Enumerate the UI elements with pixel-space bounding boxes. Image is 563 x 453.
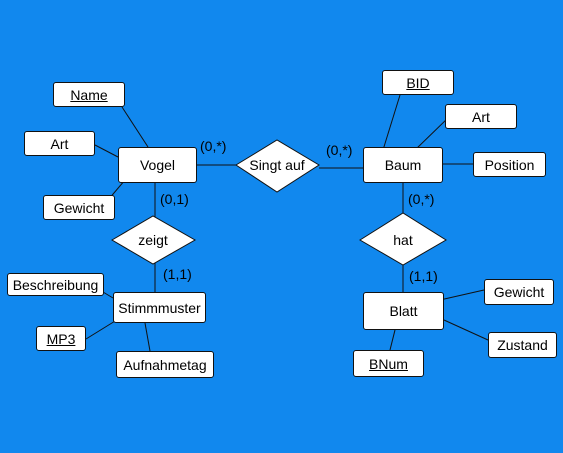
relationship-zeigt: zeigt — [138, 232, 168, 248]
attribute-baum-art: Art — [445, 104, 517, 129]
line-vogel-art — [94, 144, 119, 158]
line-blatt-gewicht — [439, 289, 485, 301]
attribute-blatt-gewicht: Gewicht — [484, 279, 554, 305]
line-blatt-zustand — [443, 319, 489, 341]
line-baum-art — [414, 117, 449, 151]
line-blatt-bnum — [389, 329, 396, 351]
attribute-stimm-beschreibung: Beschreibung — [7, 273, 104, 296]
line-stimm-aufnahmetag — [144, 322, 151, 352]
attribute-stimm-mp3: MP3 — [36, 326, 86, 351]
relationship-hat: hat — [393, 232, 413, 248]
attribute-blatt-zustand: Zustand — [488, 332, 557, 358]
entity-stimmmuster: Stimmmuster — [113, 292, 206, 323]
entity-baum: Baum — [363, 147, 443, 183]
line-stimm-beschreibung — [102, 291, 114, 299]
cardinality-stimm-zeigt: (1,1) — [163, 266, 192, 282]
entity-blatt: Blatt — [363, 292, 444, 330]
entity-vogel: Vogel — [118, 147, 197, 183]
attribute-vogel-gewicht: Gewicht — [43, 195, 115, 220]
cardinality-vogel-singt: (0,*) — [200, 138, 227, 154]
cardinality-blatt-hat: (1,1) — [409, 268, 438, 284]
attribute-baum-position: Position — [473, 152, 546, 177]
attribute-blatt-bnum: BNum — [353, 350, 424, 377]
attribute-vogel-name: Name — [53, 82, 125, 107]
attribute-vogel-art: Art — [24, 131, 95, 156]
cardinality-vogel-zeigt: (0,1) — [160, 191, 189, 207]
cardinality-baum-hat: (0,*) — [408, 191, 435, 207]
relationship-singt-auf: Singt auf — [249, 157, 304, 173]
attribute-baum-bid: BID — [382, 70, 454, 95]
line-baum-bid — [382, 94, 401, 151]
relationship-hat-shape — [359, 212, 447, 266]
relationship-zeigt-shape — [111, 215, 197, 265]
attribute-stimm-aufnahmetag: Aufnahmetag — [116, 351, 214, 378]
relationship-singt-auf-shape — [235, 139, 320, 193]
cardinality-baum-singt: (0,*) — [326, 142, 353, 158]
line-vogel-name — [121, 106, 149, 148]
